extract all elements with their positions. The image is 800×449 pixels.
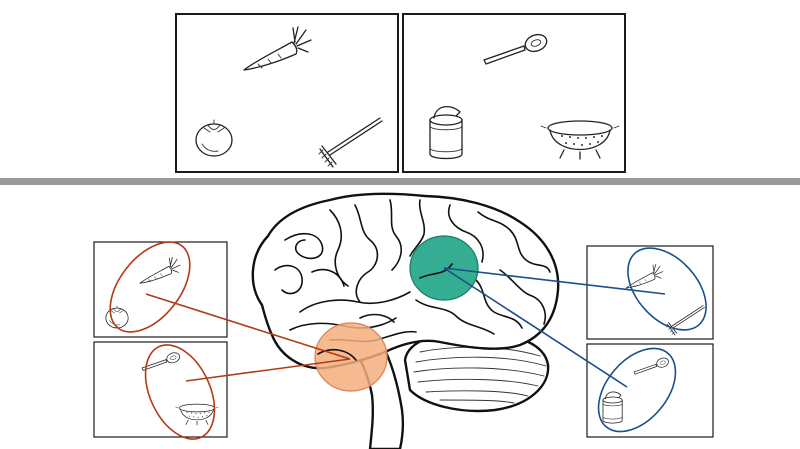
link-parietal-garden — [443, 267, 666, 295]
garden-grouping-ellipse — [627, 247, 707, 331]
kitchen-grouping-ellipse — [597, 347, 677, 433]
left-panel-produce — [93, 241, 228, 338]
link-produce-temporal — [145, 293, 351, 360]
link-parietal-kitchen — [443, 267, 628, 388]
temporal-region — [314, 322, 388, 392]
right-panel-kitchen — [586, 343, 714, 438]
panel-garden — [175, 13, 399, 173]
link-utensils-temporal — [185, 358, 351, 382]
left-panel-utensils — [93, 341, 228, 438]
produce-grouping-ellipse — [109, 241, 191, 333]
utensil-grouping-ellipse — [144, 344, 216, 440]
brain-illustration — [251, 192, 560, 449]
panel-kitchen — [402, 13, 626, 173]
section-divider — [0, 178, 800, 185]
